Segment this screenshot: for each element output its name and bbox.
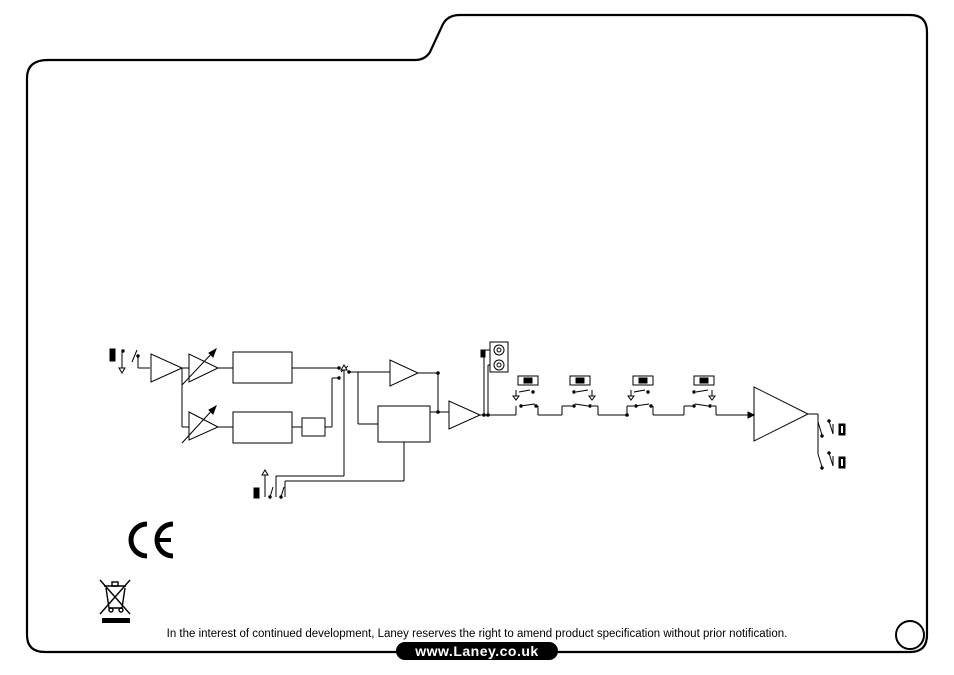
amp-out-icon bbox=[448, 400, 482, 430]
insert-loop-2 bbox=[561, 375, 599, 415]
crossed-bin-icon bbox=[99, 579, 131, 623]
insert-loop-4 bbox=[683, 375, 717, 415]
page-number-circle bbox=[895, 620, 925, 650]
website-badge: www.Laney.co.uk bbox=[396, 642, 558, 660]
rca-jacks-icon bbox=[480, 341, 509, 415]
block-bottom bbox=[232, 411, 293, 444]
block-small bbox=[301, 417, 326, 437]
amp-mid-icon bbox=[389, 359, 420, 387]
output-jack-2-icon bbox=[817, 451, 846, 470]
footswitch-jack-icon bbox=[253, 469, 286, 499]
block-top bbox=[232, 351, 293, 384]
insert-loop-3 bbox=[626, 375, 654, 415]
input-amp-icon bbox=[150, 353, 184, 383]
insert-loop-1 bbox=[512, 375, 539, 415]
input-jack-icon bbox=[109, 348, 140, 374]
output-jack-1-icon bbox=[817, 419, 846, 438]
gain-amp-top-icon bbox=[188, 353, 220, 383]
ce-mark-icon bbox=[128, 521, 174, 559]
power-amp-icon bbox=[753, 386, 810, 442]
disclaimer-text: In the interest of continued development… bbox=[166, 628, 788, 640]
gain-amp-bottom-icon bbox=[188, 411, 220, 441]
website-link[interactable]: www.Laney.co.uk bbox=[415, 643, 539, 659]
effects-block bbox=[377, 405, 431, 443]
